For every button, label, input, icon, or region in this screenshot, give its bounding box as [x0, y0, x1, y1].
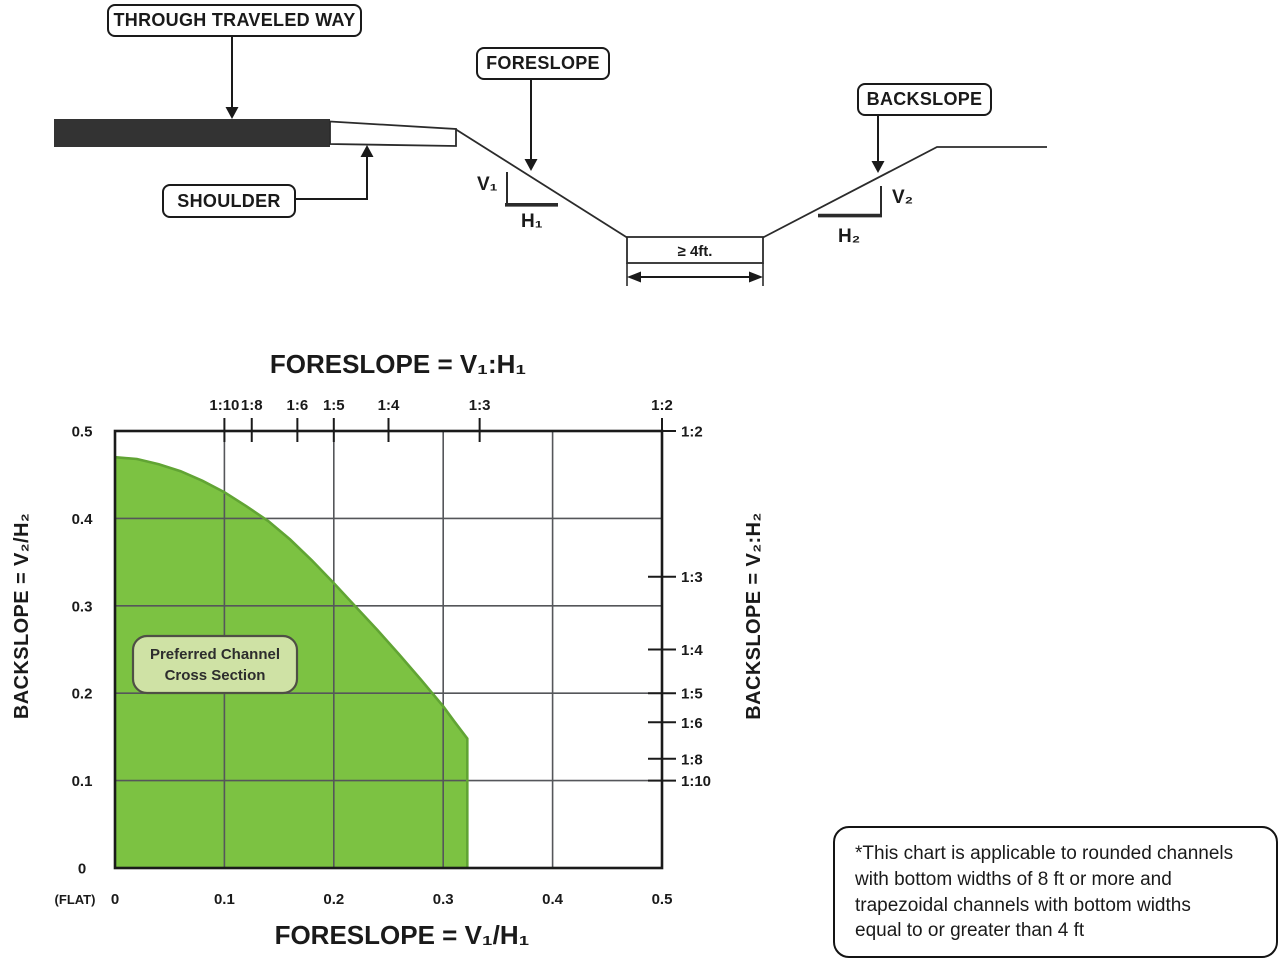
top-tick-label: 1:2: [651, 397, 673, 414]
bottom-tick-label: 0.1: [214, 891, 235, 908]
h2-label: H₂: [838, 226, 861, 247]
channel-width-label: ≥ 4ft.: [678, 243, 713, 260]
left-axis-title: BACKSLOPE = V₂/H₂: [11, 513, 33, 719]
top-tick-label: 1:3: [469, 397, 491, 414]
foreslope-line: [455, 128, 628, 239]
region-label-box: [131, 634, 299, 695]
foreslope-callout: FORESLOPE: [476, 47, 610, 80]
right-axis-title: BACKSLOPE = V₂:H₂: [743, 512, 765, 719]
backslope-arrowhead: [871, 161, 885, 173]
traveled-way-label: THROUGH TRAVELED WAY: [113, 10, 356, 30]
right-tick-label: 1:2: [681, 424, 703, 441]
v2-label: V₂: [892, 187, 914, 208]
footnote-box: *This chart is applicable to rounded cha…: [833, 826, 1278, 958]
left-tick-label: 0.5: [72, 424, 93, 441]
right-tick-label: 1:5: [681, 686, 703, 703]
channel-bottom-box: [626, 236, 764, 264]
top-tick-label: 1:8: [241, 397, 263, 414]
shoulder-arrowhead: [360, 145, 374, 157]
region-label-line1: Preferred Channel: [150, 646, 280, 663]
bottom-tick-label: 0.3: [433, 891, 454, 908]
flat-label: (FLAT): [55, 892, 96, 907]
shoulder-label: SHOULDER: [177, 190, 281, 211]
shoulder-callout: SHOULDER: [162, 184, 296, 218]
bottom-tick-label: 0.5: [652, 891, 673, 908]
top-tick-label: 1:10: [209, 397, 239, 414]
foreslope-arrowhead: [524, 159, 538, 171]
bottom-tick-label: 0: [111, 891, 119, 908]
footnote-line: *This chart is applicable to rounded cha…: [855, 843, 1234, 864]
right-tick-label: 1:10: [681, 773, 711, 790]
top-axis-title: FORESLOPE = V₁:H₁: [270, 349, 526, 379]
top-tick-label: 1:4: [378, 397, 400, 414]
h1-label: H₁: [521, 211, 543, 232]
traveled-way-pavement: [54, 119, 330, 147]
left-tick-label: 0: [78, 861, 86, 878]
left-tick-label: 0.3: [72, 598, 93, 615]
right-tick-label: 1:3: [681, 569, 703, 586]
dim-arrowhead-right: [749, 271, 763, 283]
shoulder-arrow: [292, 154, 368, 200]
right-tick-label: 1:6: [681, 715, 703, 732]
bottom-tick-label: 0.2: [323, 891, 344, 908]
right-tick-label: 1:8: [681, 751, 703, 768]
traveled-way-callout: THROUGH TRAVELED WAY: [107, 4, 362, 37]
right-tick-label: 1:4: [681, 642, 703, 659]
traveled-way-arrowhead: [225, 107, 239, 119]
foreslope-label: FORESLOPE: [486, 53, 600, 73]
dim-arrowhead-left: [627, 271, 641, 283]
top-tick-label: 1:5: [323, 397, 345, 414]
shoulder-shape: [329, 120, 457, 147]
backslope-label: BACKSLOPE: [866, 89, 983, 109]
left-tick-label: 0.2: [72, 686, 93, 703]
footnote-line: trapezoidal channels with bottom widths: [855, 894, 1191, 916]
v1-label: V₁: [477, 174, 498, 195]
preferred-region-edge: [114, 455, 469, 868]
region-label-line2: Cross Section: [165, 667, 266, 684]
bottom-tick-label: 0.4: [542, 891, 564, 908]
left-tick-label: 0.4: [72, 511, 94, 528]
top-tick-label: 1:6: [287, 397, 309, 414]
footnote-line: with bottom widths of 8 ft or more and: [855, 868, 1172, 890]
backslope-line: [762, 146, 1047, 239]
footnote-line: equal to or greater than 4 ft: [855, 920, 1085, 942]
left-tick-label: 0.1: [72, 773, 93, 790]
cross-section-diagram: ≥ 4ft.: [54, 31, 1047, 286]
backslope-callout: BACKSLOPE: [857, 83, 992, 116]
bottom-axis-title: FORESLOPE = V₁/H₁: [275, 920, 530, 950]
